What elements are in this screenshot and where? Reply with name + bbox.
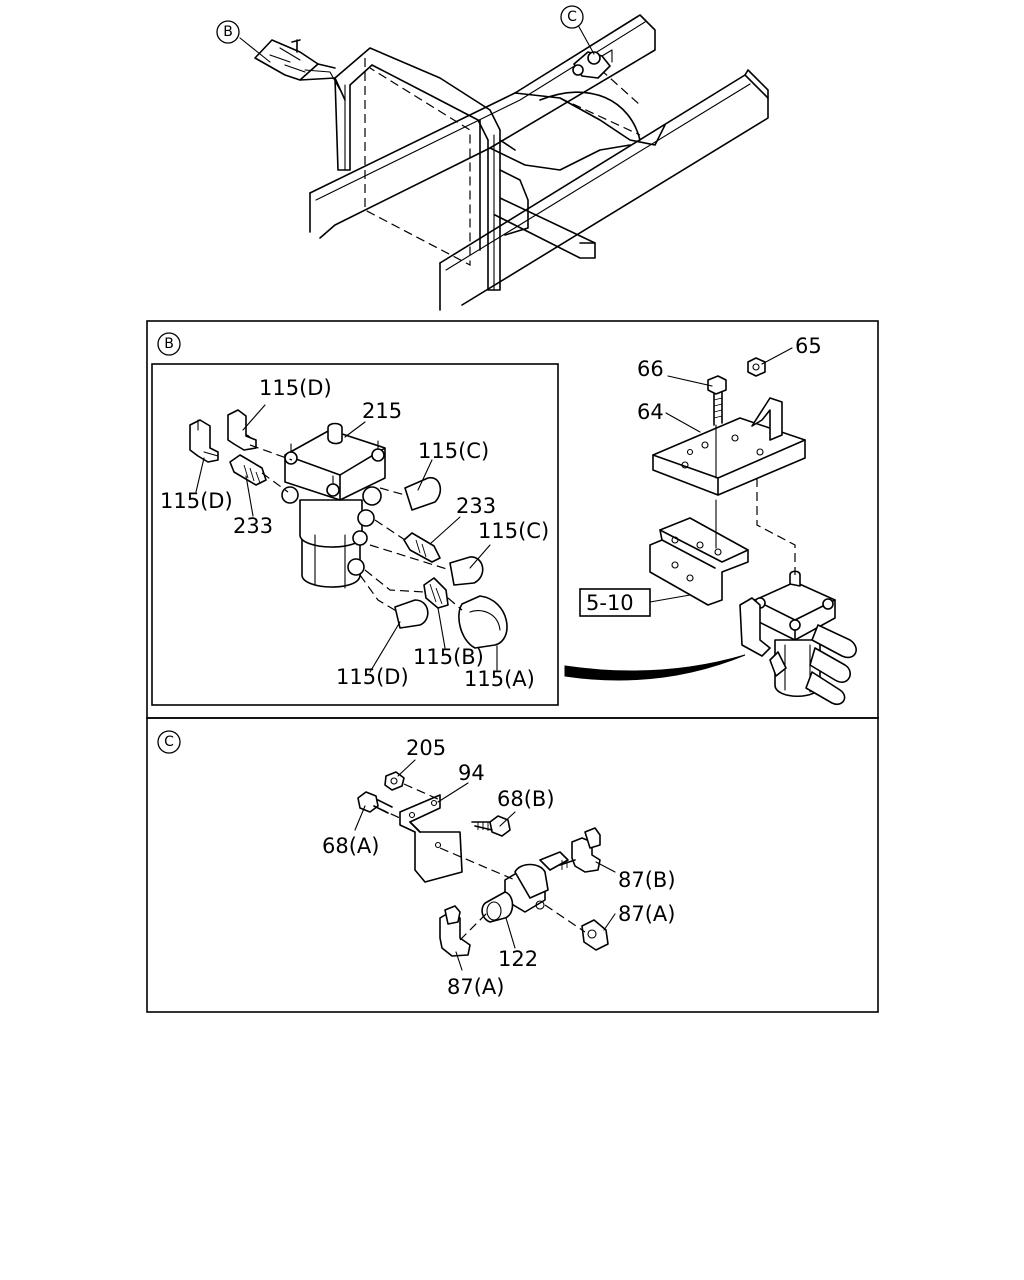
valve-bracket-assembly: [649, 347, 857, 705]
label-64: 64: [637, 400, 664, 424]
label-87b: 87(B): [618, 868, 676, 892]
label-68a: 68(A): [322, 834, 379, 858]
label-68b: 68(B): [497, 787, 555, 811]
callout-b-overview-text: B: [223, 24, 233, 40]
label-115a: 115(A): [464, 667, 535, 691]
label-87a-right: 87(A): [618, 902, 675, 926]
callout-b-panel-text: B: [164, 336, 174, 352]
label-115c-right: 115(C): [478, 519, 549, 543]
relay-valve-exploded: [189, 404, 508, 673]
callout-b-panel: B: [157, 332, 181, 356]
label-115b: 115(B): [413, 645, 484, 669]
callout-b-overview: B: [216, 20, 240, 44]
callout-c-overview: C: [560, 5, 584, 29]
assembly-transition-arrow: [564, 654, 746, 681]
panel-c-frame: [146, 717, 879, 1013]
label-115d-left: 115(D): [160, 489, 233, 513]
label-233-left: 233: [233, 514, 273, 538]
callout-c-panel-text: C: [164, 734, 174, 750]
label-122: 122: [498, 947, 538, 971]
label-66: 66: [637, 357, 664, 381]
check-valve-exploded: [354, 759, 616, 971]
panel-b-inset-frame: [151, 363, 559, 706]
panel-b-bracket-labels: 66 65 64 5-10: [586, 334, 822, 615]
callout-c-overview-text: C: [567, 9, 577, 25]
label-115d-bottom: 115(D): [336, 665, 409, 689]
label-5-10: 5-10: [586, 591, 634, 615]
label-115d-top: 115(D): [259, 376, 332, 400]
panel-c-labels: 205 94 68(B) 68(A) 87(B) 87(A) 122 87(A): [322, 736, 676, 999]
label-115c-top: 115(C): [418, 439, 489, 463]
panel-b-inset-labels: 115(D) 215 115(C) 115(D) 233 233 115(C) …: [160, 376, 549, 691]
label-5-10-box: [579, 588, 651, 617]
label-233-right: 233: [456, 494, 496, 518]
label-65: 65: [795, 334, 822, 358]
label-87a-bottom: 87(A): [447, 975, 504, 999]
label-205: 205: [406, 736, 446, 760]
chassis-frame-overview: [239, 14, 769, 311]
label-215: 215: [362, 399, 402, 423]
label-94: 94: [458, 761, 485, 785]
callout-c-panel: C: [157, 730, 181, 754]
